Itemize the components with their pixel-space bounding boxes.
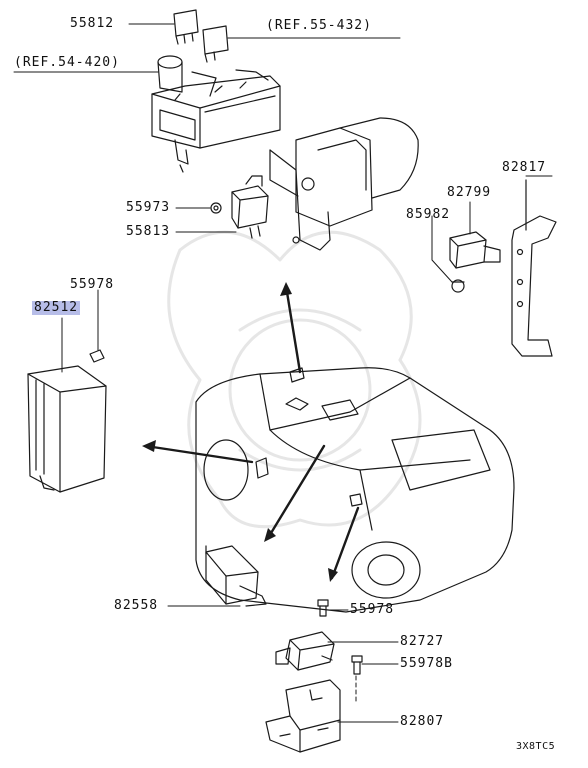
relay-55812 — [173, 9, 229, 63]
part-number-85982[interactable]: 85982 — [406, 207, 451, 222]
part-number-82817[interactable]: 82817 — [502, 160, 547, 175]
part-number-55978-upper[interactable]: 55978 — [70, 277, 115, 292]
part-number-82558[interactable]: 82558 — [114, 598, 159, 613]
arrow-heads — [142, 282, 338, 582]
bolt-55978 — [317, 599, 329, 617]
module-82558 — [205, 545, 267, 607]
relay-55813 — [210, 175, 269, 239]
reference-55-432[interactable]: (REF.55-432) — [266, 18, 372, 33]
vehicle-outline — [195, 367, 515, 613]
bracket-82817 — [511, 179, 557, 357]
part-number-82807[interactable]: 82807 — [400, 714, 445, 729]
diagram-code: 3X8TC5 — [516, 741, 556, 752]
leader-lines — [13, 23, 553, 723]
bracket-82807 — [265, 679, 341, 753]
bolt-55978B — [351, 655, 363, 675]
reference-54-420[interactable]: (REF.54-420) — [14, 55, 120, 70]
part-number-82512-highlighted[interactable]: 82512 — [32, 300, 81, 315]
sensor-82727 — [275, 631, 335, 671]
abs-unit — [269, 117, 419, 251]
part-number-55973[interactable]: 55973 — [126, 200, 171, 215]
relay-82799 — [449, 231, 501, 293]
part-number-55813[interactable]: 55813 — [126, 224, 171, 239]
part-number-55978B[interactable]: 55978B — [400, 656, 453, 671]
part-number-82727[interactable]: 82727 — [400, 634, 445, 649]
control-unit-82512 — [27, 349, 107, 493]
part-number-55978-lower[interactable]: 55978 — [350, 602, 395, 617]
pointer-arrows — [144, 284, 360, 580]
part-number-55812[interactable]: 55812 — [70, 16, 115, 31]
part-number-82799[interactable]: 82799 — [447, 185, 492, 200]
relay-box — [151, 55, 281, 173]
